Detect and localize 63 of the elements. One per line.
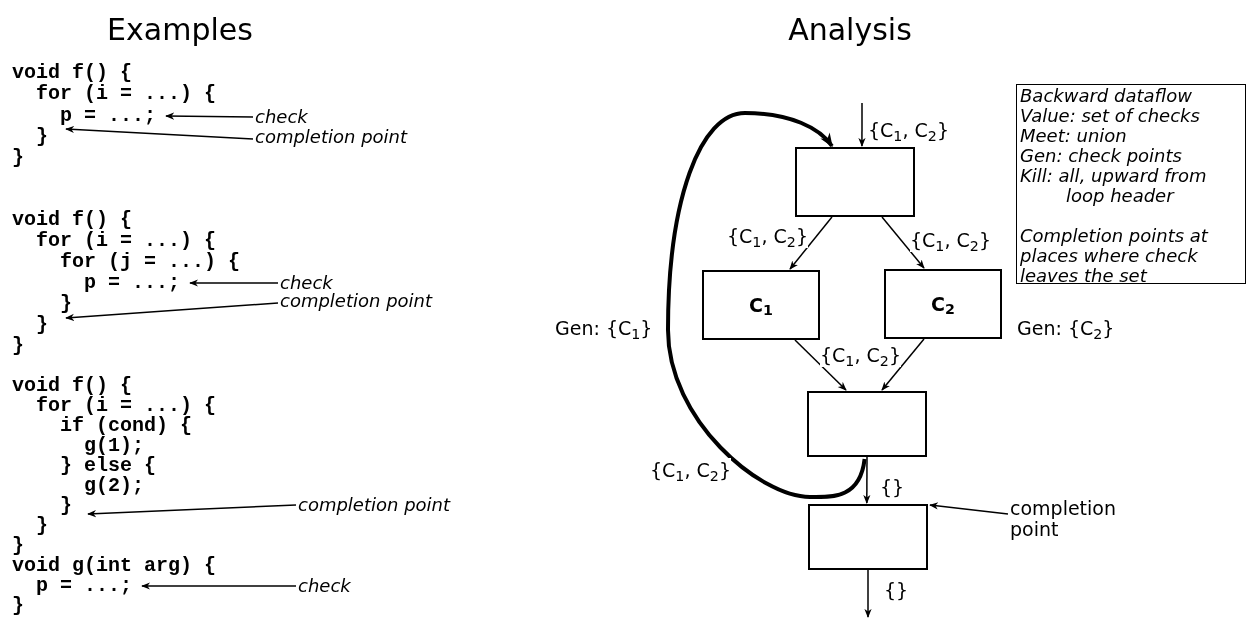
note-text: Completion points at places where check leaves the set bbox=[1020, 226, 1210, 286]
arrow bbox=[881, 216, 925, 269]
loop-arrow bbox=[666, 111, 867, 500]
code-line: for (i = ...) { bbox=[36, 396, 217, 416]
code-line: g(1); bbox=[84, 436, 144, 456]
gen-label: Gen: {C$_{1}$} bbox=[555, 316, 653, 340]
code-line: for (i = ...) { bbox=[36, 231, 217, 251]
note-text: Kill: all, upward from loop header bbox=[1020, 166, 1208, 206]
block-box bbox=[884, 269, 1002, 339]
code-line: for (i = ...) { bbox=[36, 84, 217, 104]
arrow bbox=[863, 456, 871, 504]
block-label: C$_{2}$ bbox=[931, 291, 955, 319]
arrow bbox=[65, 302, 279, 321]
arrow bbox=[165, 112, 254, 120]
code-line: } else { bbox=[60, 456, 156, 476]
code-line: void f() { bbox=[12, 210, 133, 230]
block-box bbox=[795, 147, 915, 217]
code-line: p = ...; bbox=[36, 576, 132, 596]
code-line: p = ...; bbox=[60, 106, 156, 126]
code-line: void g(int arg) { bbox=[12, 556, 217, 576]
note-text: Meet: union bbox=[1020, 126, 1128, 146]
annotation: completion point bbox=[298, 494, 451, 516]
arrow bbox=[141, 582, 297, 590]
annotation: completion point bbox=[255, 126, 408, 148]
block-box bbox=[702, 270, 820, 340]
code-line: void f() { bbox=[12, 376, 133, 396]
annotation: check bbox=[298, 575, 351, 597]
code-line: } bbox=[12, 336, 24, 356]
code-line: } bbox=[36, 516, 48, 536]
heading: Analysis bbox=[788, 12, 912, 48]
annotation: completion point bbox=[1010, 498, 1120, 540]
code-line: } bbox=[12, 596, 24, 616]
code-line: void f() { bbox=[12, 63, 133, 83]
code-line: } bbox=[12, 536, 24, 556]
block-box bbox=[808, 504, 928, 570]
code-line: } bbox=[60, 294, 72, 314]
arrow bbox=[189, 279, 279, 287]
arrow bbox=[929, 502, 1009, 515]
arrow bbox=[87, 504, 297, 518]
code-line: if (cond) { bbox=[60, 416, 193, 436]
code-line: p = ...; bbox=[84, 273, 180, 293]
arrow bbox=[794, 339, 847, 391]
arrow bbox=[864, 569, 872, 618]
annotation: check bbox=[255, 106, 308, 128]
block-box bbox=[807, 391, 927, 457]
edge-label: {C$_{1}$, C$_{2}$} bbox=[650, 458, 731, 482]
note-text: Value: set of checks bbox=[1020, 106, 1201, 126]
note-text: Backward dataflow bbox=[1020, 86, 1193, 106]
block-label: C$_{1}$ bbox=[749, 292, 773, 320]
heading: Examples bbox=[107, 12, 253, 48]
code-line: } bbox=[12, 148, 24, 168]
arrow bbox=[65, 125, 254, 140]
note-text: Gen: check points bbox=[1020, 146, 1183, 166]
code-line: } bbox=[60, 496, 72, 516]
arrow bbox=[789, 216, 833, 270]
arrow bbox=[858, 102, 866, 147]
gen-label: Gen: {C$_{2}$} bbox=[1017, 316, 1115, 340]
code-line: for (j = ...) { bbox=[60, 252, 241, 272]
code-line: g(2); bbox=[84, 476, 144, 496]
code-line: } bbox=[36, 315, 48, 335]
note-box bbox=[1016, 84, 1246, 284]
code-line: } bbox=[36, 127, 48, 147]
arrow bbox=[881, 338, 925, 391]
